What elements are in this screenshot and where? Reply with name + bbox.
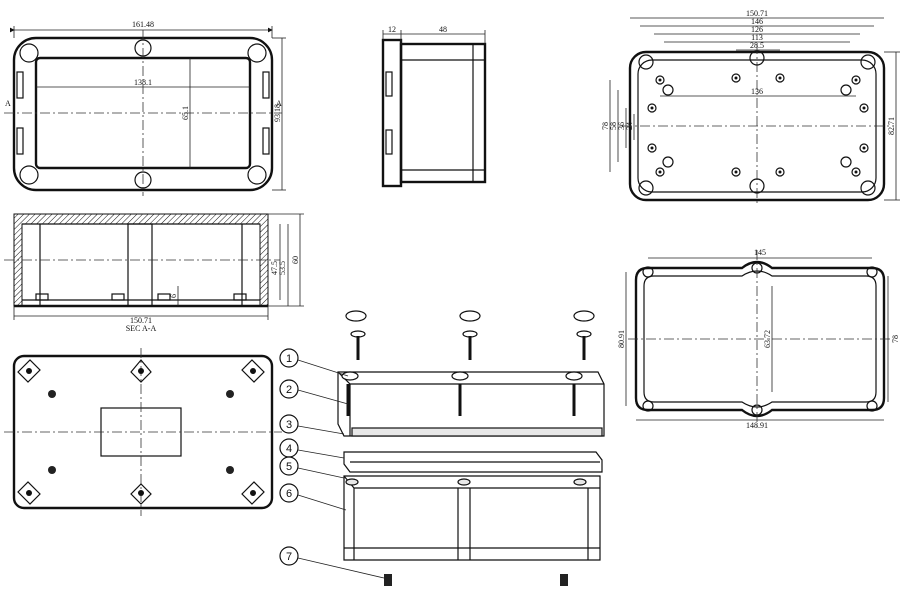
base-box [343, 475, 601, 561]
dim-left-0: 78 [601, 122, 610, 130]
cover-cap [573, 310, 595, 322]
screw-holes [647, 73, 869, 177]
callout-2: 2 [279, 379, 349, 405]
corner-boss [247, 43, 267, 63]
side-view-lid [381, 38, 403, 188]
dim-top-4: 28.5 [750, 41, 764, 50]
dim-inner-width: 138.1 [134, 78, 152, 87]
dim-section-height: 60 [291, 256, 300, 264]
foot-hole [226, 466, 234, 474]
dim-lid-depth: 12 [388, 25, 396, 34]
foot-hole [48, 390, 56, 398]
svg-text:6: 6 [286, 488, 292, 500]
callout-3: 3 [279, 414, 345, 435]
callout-6: 6 [279, 483, 347, 511]
dim-gasket-inner-height: 63.72 [763, 330, 772, 348]
cover-cap [345, 310, 367, 322]
svg-text:1: 1 [286, 353, 292, 365]
callout-5: 5 [279, 456, 345, 479]
dim-height: 93.18 [273, 104, 282, 122]
dim-section-length: 150.71 [130, 316, 152, 325]
section-mark-left: A [5, 99, 11, 108]
dim-top-2: 126 [751, 25, 763, 34]
bottom-view [4, 348, 282, 516]
dim-mid: 136 [751, 87, 763, 96]
side-slot [262, 127, 270, 155]
gasket-inner [643, 270, 877, 408]
dim-inner-height: 65.1 [181, 106, 190, 120]
exploded-view: 1 2 3 4 5 6 7 [279, 310, 605, 586]
corner-boss [247, 165, 267, 185]
svg-text:3: 3 [286, 419, 292, 431]
section-rib [127, 223, 153, 307]
bottom-screw [560, 574, 568, 586]
gasket-view: 145 80.91 63.72 78 148.91 [617, 248, 900, 430]
dim-gasket-width: 145 [754, 248, 766, 257]
dim-right: 82.71 [887, 117, 896, 135]
top-view: 161.48 138.1 65.1 93.18 A A [4, 20, 286, 196]
corner-boss [19, 165, 39, 185]
svg-text:5: 5 [286, 461, 292, 473]
dim-left-1: 58 [609, 122, 618, 130]
dim-gasket-height-left: 80.91 [617, 330, 626, 348]
side-slot [16, 127, 24, 155]
side-slot [16, 71, 24, 99]
svg-text:4: 4 [286, 443, 292, 455]
lid [337, 371, 605, 437]
corner-boss [19, 43, 39, 63]
section-caption: SEC A-A [126, 324, 157, 333]
dim-inner-depth-b: 53.5 [278, 261, 287, 275]
cover-cap [459, 310, 481, 322]
svg-text:2: 2 [286, 384, 292, 396]
svg-text:7: 7 [286, 551, 292, 563]
dim-top-3: 113 [751, 33, 763, 42]
dim-base: 6 [169, 294, 178, 298]
callout-4: 4 [279, 438, 345, 459]
dim-gasket-width-bottom: 148.91 [746, 421, 768, 430]
callout-7: 7 [279, 546, 385, 579]
section-view: 150.71 SEC A-A 60 47.5 53.5 6 [4, 213, 304, 333]
screw-set-top [350, 330, 592, 360]
callout-1: 1 [279, 348, 349, 377]
dim-top-0: 150.71 [746, 9, 768, 18]
dim-top-1: 146 [751, 17, 763, 26]
section-mark-right: A [276, 99, 282, 108]
foot-hole [48, 466, 56, 474]
mounting-tab [17, 359, 265, 505]
dim-left-3: 24 [625, 122, 634, 130]
dim-inner-depth-a: 47.5 [270, 261, 279, 275]
dim-body-depth: 48 [439, 25, 447, 34]
bottom-screw [384, 574, 392, 586]
back-view: 150.71 146 126 113 28.5 136 78 58 36 24 … [601, 9, 900, 206]
foot-hole [226, 390, 234, 398]
side-view-body [399, 42, 487, 184]
side-slot [262, 71, 270, 99]
dim-left-2: 36 [617, 122, 626, 130]
dim-gasket-height-right: 78 [891, 335, 900, 343]
gasket-outer [634, 260, 886, 418]
dim-width: 161.48 [132, 20, 154, 29]
side-view: 12 48 [381, 25, 487, 188]
